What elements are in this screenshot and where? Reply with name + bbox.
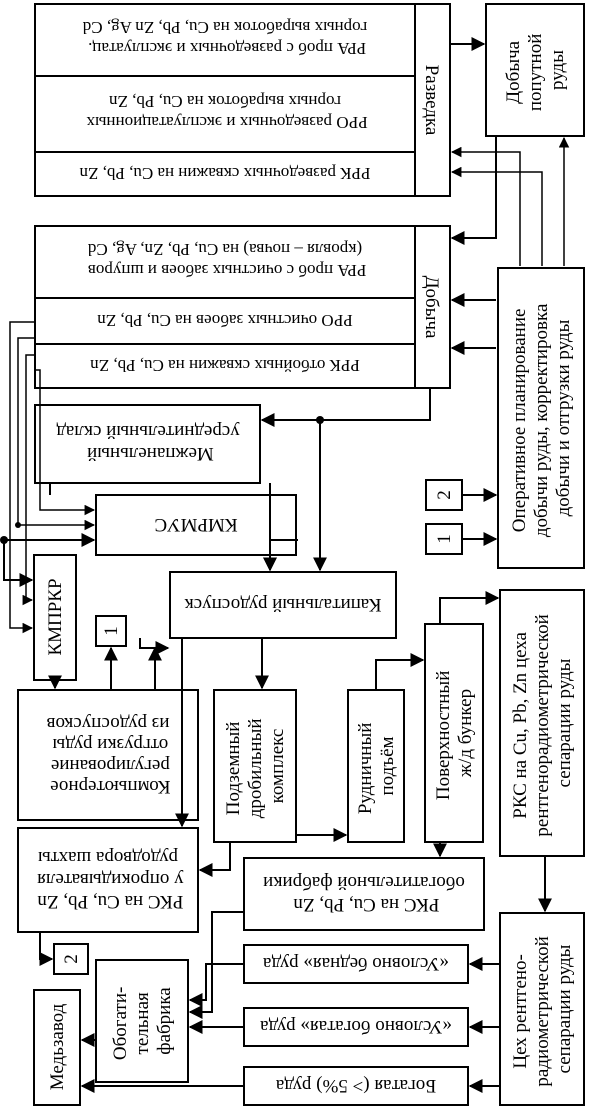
svg-text:Межпанельный усреднитель: Межпанельный усреднительный склад bbox=[56, 421, 240, 464]
capital-orepass-block: Капитальный рудоспуск bbox=[169, 571, 397, 639]
separation-shop-block: Цех рентгено- радиометрической сепарации… bbox=[499, 912, 585, 1106]
poor-ore-block: «Условно бедная» руда bbox=[243, 944, 469, 984]
ref-box-1-mid: 1 bbox=[95, 615, 127, 647]
mining-block: Добыча РРА проб с очистных забоев и шпур… bbox=[34, 225, 451, 389]
svg-text:РКС на Cu, Pb, Zn обогат: РКС на Cu, Pb, Zn обогатительной фабрики bbox=[263, 872, 465, 915]
rks-separation-block: РКС на Cu, Pb, Zn цеха рентгенорадиометр… bbox=[499, 589, 585, 857]
svg-text:2: 2 bbox=[434, 490, 455, 500]
regulation-block: Компьютерное регулирование отгрузки руды… bbox=[17, 689, 199, 821]
operational-planning-block: Оперативное планирование добычи руды, ко… bbox=[497, 267, 585, 569]
svg-text:КМПРКР: КМПРКР bbox=[45, 578, 66, 655]
svg-text:1: 1 bbox=[434, 534, 455, 544]
exploration-block: Разведка РРА проб с разведочных и эксплу… bbox=[34, 3, 451, 197]
svg-text:1: 1 bbox=[101, 626, 122, 636]
incidental-ore-block: Добыча попутной руды bbox=[485, 3, 585, 137]
exploration-row-rrk: РРК разведочных скважин на Cu, Pb, Zn bbox=[79, 164, 370, 183]
svg-text:Подземный дробильный: Подземный дробильный комплекс bbox=[223, 714, 288, 819]
kmrmus-block: КМРМУС bbox=[95, 494, 297, 556]
svg-text:«Условно бедная» руда: «Условно бедная» руда bbox=[262, 953, 449, 974]
mining-row-rra: РРА проб с очистных забоев и шпуров (кро… bbox=[84, 240, 367, 280]
svg-text:Поверхностный ж/д бункер: Поверхностный ж/д бункер bbox=[433, 666, 476, 800]
rks-plant-block: РКС на Cu, Pb, Zn обогатительной фабрики bbox=[243, 857, 485, 931]
exploration-row-rra: РРА проб с разведочных и эксплуатац. гор… bbox=[82, 18, 367, 58]
exploration-header: Разведка bbox=[421, 65, 442, 136]
crusher-block: Подземный дробильный комплекс bbox=[213, 689, 297, 843]
svg-text:Оперативное планирование: Оперативное планирование добычи руды, ко… bbox=[509, 299, 574, 537]
connector-arrows bbox=[0, 37, 570, 1093]
svg-text:Капитальный рудоспуск: Капитальный рудоспуск bbox=[184, 594, 382, 615]
svg-text:Добыча попутной ру: Добыча попутной руды bbox=[503, 29, 568, 111]
svg-text:Обогати- тельная ф: Обогати- тельная фабрика bbox=[110, 982, 175, 1060]
concentrator-block: Обогати- тельная фабрика bbox=[95, 959, 189, 1083]
mining-row-rrk: РРК отбойных скважин на Cu, Pb, Zn bbox=[90, 356, 360, 375]
kmprkr-block: КМПРКР bbox=[33, 554, 77, 681]
rks-tipper-block: РКС на Cu, Pb, Zn у опрокидывателя рудод… bbox=[17, 827, 199, 933]
bunker-block: Поверхностный ж/д бункер bbox=[424, 623, 484, 843]
svg-text:«Условно богатая» руда: «Условно богатая» руда bbox=[259, 1016, 452, 1037]
ref-box-1-top: 1 bbox=[425, 523, 463, 555]
rich-ore-block: «Условно богатая» руда bbox=[243, 1007, 469, 1047]
svg-text:2: 2 bbox=[61, 954, 82, 964]
smelter-block: Медьзавод bbox=[33, 989, 81, 1106]
very-rich-ore-block: Богатая (> 5%) руда bbox=[243, 1066, 469, 1106]
mining-frame bbox=[34, 225, 451, 389]
svg-text:Цех рентгено- радиометри: Цех рентгено- радиометрической сепарации… bbox=[510, 931, 575, 1086]
mining-row-rro: РРО очистных забоев на Cu, Pb, Zn bbox=[97, 311, 353, 330]
hoist-block: Рудничный подъём bbox=[347, 689, 405, 843]
exploration-row-rro: РРО разведочных и эксплуатационных горны… bbox=[82, 92, 367, 132]
stockpile-block: Межпанельный усреднительный склад bbox=[34, 404, 261, 484]
svg-text:Богатая (> 5%) руда: Богатая (> 5%) руда bbox=[275, 1075, 436, 1096]
mining-header: Добыча bbox=[421, 276, 442, 339]
svg-text:РКС на Cu, Pb, Zn цеха р: РКС на Cu, Pb, Zn цеха рентгенорадиометр… bbox=[510, 609, 575, 836]
svg-text:РКС на Cu, Pb, Zn у опро: РКС на Cu, Pb, Zn у опрокидывателя рудод… bbox=[32, 847, 183, 912]
svg-text:Медьзавод: Медьзавод bbox=[47, 1003, 68, 1090]
svg-text:КМРМУС: КМРМУС bbox=[154, 514, 237, 535]
exploration-frame bbox=[34, 3, 451, 197]
svg-text:Компьютерное регулирован: Компьютерное регулирование отгрузки руды… bbox=[46, 713, 171, 797]
svg-text:Рудничный подъём: Рудничный подъём bbox=[355, 718, 398, 814]
ref-box-2-top: 2 bbox=[425, 479, 463, 511]
ref-box-2-bottom: 2 bbox=[53, 943, 89, 975]
